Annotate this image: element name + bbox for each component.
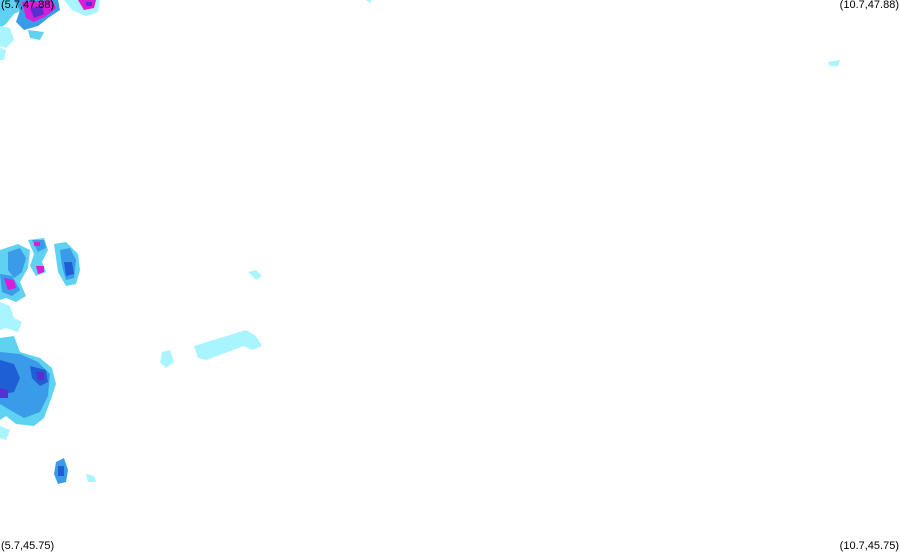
precip-cluster-central bbox=[160, 270, 262, 368]
corner-coordinate-top-left: (5.7,47.88) bbox=[1, 0, 55, 11]
corner-coordinate-bottom-right: (10.7,45.75) bbox=[839, 540, 899, 552]
precip-patch-top-right bbox=[828, 60, 840, 66]
precip-cluster-top-left bbox=[0, 0, 372, 60]
precip-cluster-lower-left bbox=[0, 336, 96, 484]
precip-cluster-mid-left bbox=[0, 238, 80, 332]
corner-coordinate-bottom-left: (5.7,45.75) bbox=[1, 540, 55, 552]
corner-coordinate-top-right: (10.7,47.88) bbox=[839, 0, 899, 11]
